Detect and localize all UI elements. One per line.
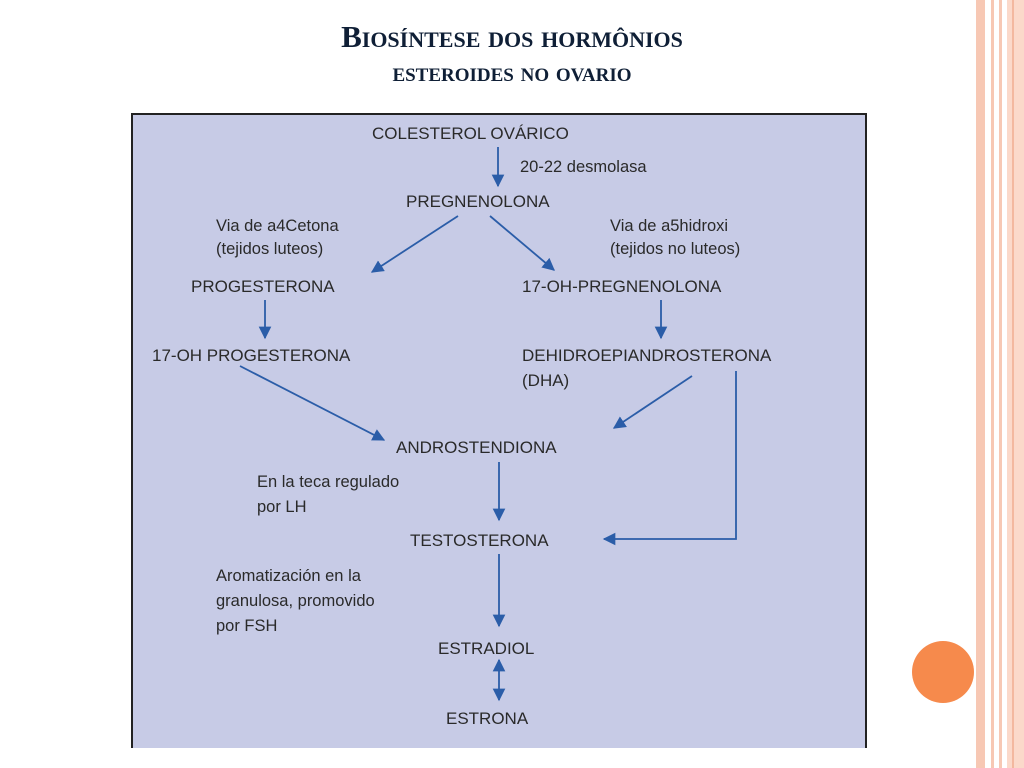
label-aromatizacion-line1: Aromatización en la xyxy=(216,567,361,585)
node-17-oh-progesterona: 17-OH PROGESTERONA xyxy=(152,346,351,365)
label-desmolasa: 20-22 desmolasa xyxy=(520,158,647,176)
accent-dot xyxy=(912,641,974,703)
label-via-a4-line1: Via de a4Cetona xyxy=(216,217,339,235)
slide-title-line1: Biosíntese dos hormônios xyxy=(341,19,683,54)
arrow-pregnenolona-progesterona xyxy=(370,215,459,273)
node-progesterona: PROGESTERONA xyxy=(191,277,335,296)
label-aromatizacion-line2: granulosa, promovido xyxy=(216,592,375,610)
node-estrona: ESTRONA xyxy=(446,709,529,728)
node-dehidroepiandrosterona: DEHIDROEPIANDROSTERONA xyxy=(522,346,772,365)
arrow-oh-progesterona-androstendiona xyxy=(239,365,386,441)
diagram-panel xyxy=(131,113,867,748)
arrow-dhea-testosterona xyxy=(602,371,737,546)
node-testosterona: TESTOSTERONA xyxy=(410,531,549,550)
decorative-side-stripes xyxy=(976,0,1024,768)
node-colesterol: COLESTEROL OVÁRICO xyxy=(372,124,569,143)
node-androstendiona: ANDROSTENDIONA xyxy=(396,438,557,457)
arrow-pregnenolona-oh-pregnenolona xyxy=(489,215,555,271)
label-teca-line2: por LH xyxy=(257,498,307,516)
label-via-a4-line2: (tejidos luteos) xyxy=(216,240,324,258)
node-dha: (DHA) xyxy=(522,371,570,390)
slide-title-line2: esteroides no ovario xyxy=(392,57,632,87)
label-aromatizacion-line3: por FSH xyxy=(216,617,278,635)
arrow-dha-androstendiona xyxy=(612,375,693,429)
label-via-a5-line2: (tejidos no luteos) xyxy=(610,240,741,258)
node-pregnenolona: PREGNENOLONA xyxy=(406,192,550,211)
label-via-a5-line1: Via de a5hidroxi xyxy=(610,217,729,235)
node-17-oh-pregnenolona: 17-OH-PREGNENOLONA xyxy=(522,277,722,296)
slide-title: Biosíntese dos hormônios esteroides no o… xyxy=(130,18,894,88)
label-teca-line1: En la teca regulado xyxy=(257,473,400,491)
node-estradiol: ESTRADIOL xyxy=(438,639,535,658)
